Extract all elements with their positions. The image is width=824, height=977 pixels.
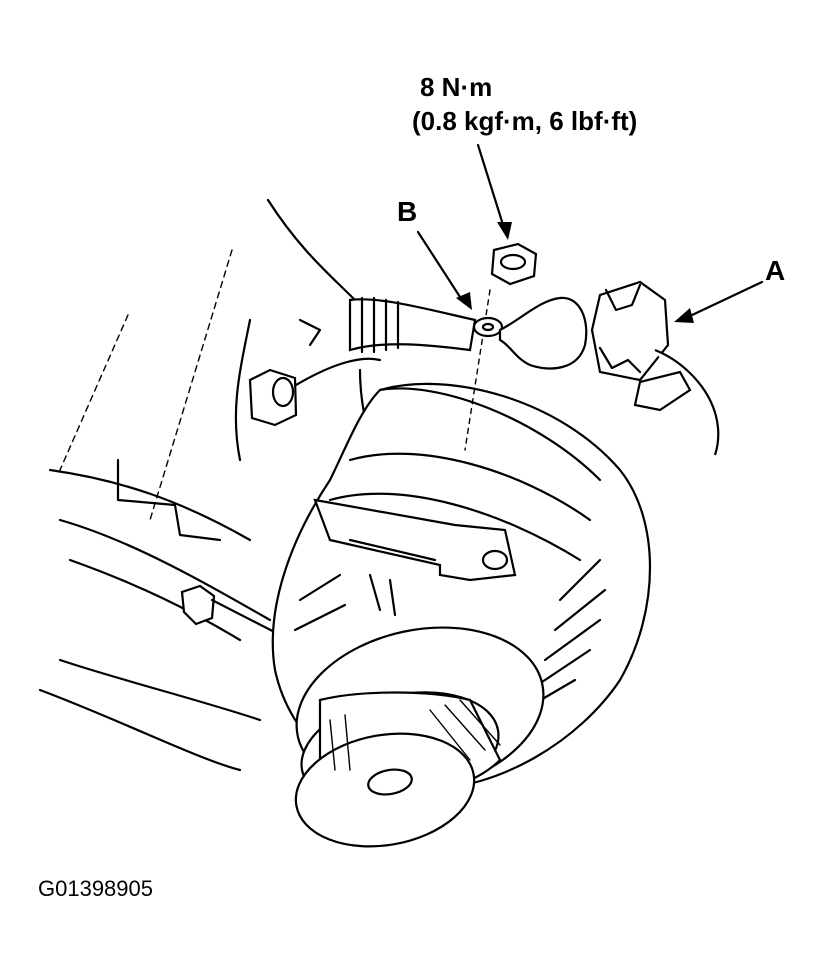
terminal-b <box>472 296 588 370</box>
terminal-nut <box>490 242 538 286</box>
torque-spec-line2: (0.8 kgf·m, 6 lbf·ft) <box>412 106 638 136</box>
bracket-bolt <box>248 357 382 427</box>
engine-bay-outline <box>38 198 382 772</box>
connector-a <box>590 280 720 456</box>
callout-a-label: A <box>765 255 786 286</box>
callout-a-leader <box>674 280 764 323</box>
alternator-pulley <box>294 626 545 848</box>
callout-b-label: B <box>397 196 418 227</box>
figure-id: G01398905 <box>38 876 153 901</box>
callout-b-leader <box>416 230 472 310</box>
torque-leader <box>476 143 512 240</box>
wire-harness <box>348 296 477 354</box>
torque-spec-line1: 8 N·m <box>420 72 493 102</box>
